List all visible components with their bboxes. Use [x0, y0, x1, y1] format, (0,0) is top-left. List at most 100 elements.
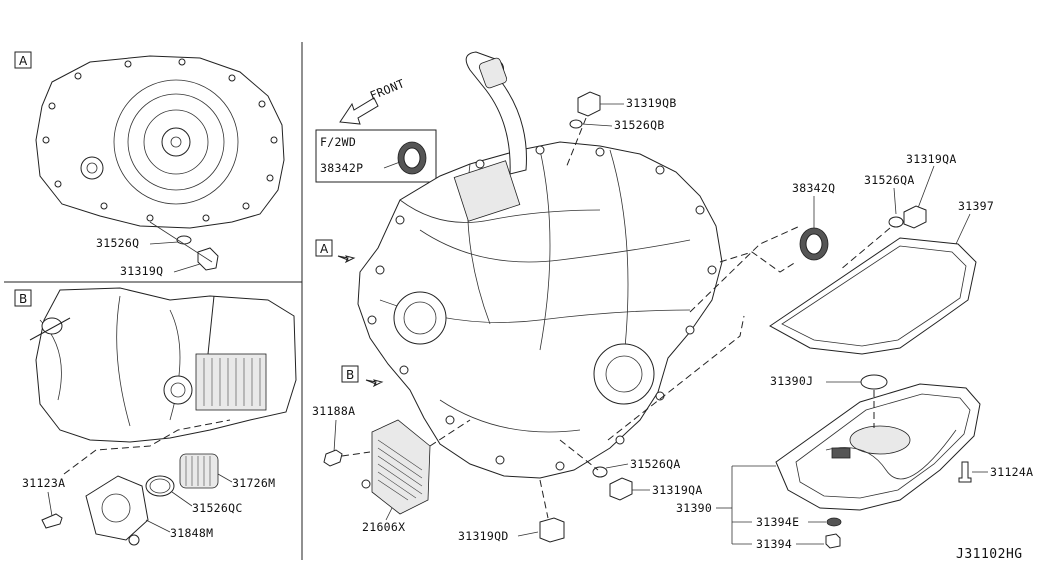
drawing-code: J31102HG: [956, 547, 1023, 562]
leader-31526qb: [581, 123, 613, 127]
magnet-31390j-icon: [860, 374, 888, 390]
filter-port-inner: [170, 382, 186, 398]
label-38342q: 38342Q: [792, 181, 835, 195]
filter-port: [163, 375, 193, 405]
label-31319qa-bot: 31319QA: [652, 483, 703, 497]
filter-31726m-icon: [179, 453, 219, 489]
leader-31123a: [47, 491, 53, 517]
bolt-31123a-icon: [41, 513, 63, 529]
oil-cooler-fins: [203, 358, 261, 406]
leader-31526qc: [171, 491, 193, 507]
leader-a-plug: [149, 221, 213, 263]
washer-31526qa-bot-icon: [592, 466, 608, 478]
leader-31319qd: [517, 531, 539, 537]
oil-pan-magnet: [849, 425, 911, 455]
label-31390j: 31390J: [770, 374, 813, 388]
label-31526qa-bot: 31526QA: [630, 457, 681, 471]
plug-31319qa-top-icon: [903, 205, 927, 229]
label-31526qa-top: 31526QA: [864, 173, 915, 187]
front-arrow-icon: [339, 97, 379, 125]
arrow-b-icon: [365, 379, 384, 388]
leader-31188a: [333, 419, 337, 453]
plug-31319qb-icon: [577, 91, 601, 117]
leader-31526qa-bot: [605, 463, 629, 469]
housing-bolt-holes: [42, 58, 278, 222]
oil-pan-block: [831, 447, 851, 459]
variant-box-part: 38342P: [320, 161, 363, 175]
section-a-letter: A: [19, 54, 28, 68]
oring-inner: [149, 478, 171, 494]
leader-38342q-dash: [719, 251, 797, 273]
label-31397: 31397: [958, 199, 994, 213]
breather-hose: [465, 51, 527, 175]
front-label: FRONT: [368, 76, 407, 103]
label-31188a: 31188A: [312, 404, 355, 418]
side-shaft-line: [29, 317, 71, 341]
oil-pan-rib: [825, 429, 957, 480]
bolt-31188a-icon: [323, 449, 343, 467]
main-b-box: [341, 365, 359, 383]
front-arrow: FRONT: [339, 76, 407, 125]
gasket-31397-icon: [769, 237, 977, 355]
oil-cooler-21606x-icon: [361, 419, 431, 515]
leader-31526qa-top: [893, 187, 897, 215]
right-bore: [593, 343, 655, 405]
section-b: B: [14, 287, 297, 546]
label-31394e: 31394E: [756, 515, 799, 529]
label-31526q: 31526Q: [96, 236, 139, 250]
cover-bolt: [128, 534, 140, 546]
left-bore-inner: [403, 301, 437, 335]
label-31319q: 31319Q: [120, 264, 163, 278]
leader-38342p: [383, 161, 401, 169]
leader-31526q: [149, 241, 179, 245]
routing-dash-2: [689, 225, 801, 313]
leader-31726m: [217, 473, 233, 483]
routing-dash-1: [607, 315, 745, 441]
washer-31526qb-icon: [569, 119, 583, 129]
body-bosses: [367, 145, 717, 471]
housing-boss: [80, 156, 104, 180]
main-a-letter: A: [320, 242, 329, 256]
converter-housing: [35, 55, 285, 229]
plug-31319qd-icon: [539, 517, 565, 543]
leader-31319qa-top: [917, 165, 935, 209]
label-31848m: 31848M: [170, 526, 213, 540]
left-bore: [393, 291, 447, 345]
drain-plug-31394-icon: [825, 533, 841, 549]
cooler-dash: [429, 419, 471, 447]
leader-31848m: [145, 519, 171, 533]
label-31124a: 31124A: [990, 465, 1033, 479]
arrow-a-icon: [337, 255, 356, 264]
exploded-leader-b: [63, 419, 231, 475]
label-31526qc: 31526QC: [192, 501, 243, 515]
oil-pan-rim: [795, 393, 971, 499]
section-a: A 31526Q 31319Q: [14, 51, 285, 278]
label-21606x: 21606X: [362, 520, 405, 534]
variant-box-title: F/2WD: [320, 135, 356, 149]
leader-31188a-dash: [341, 451, 371, 457]
leader-31319q: [173, 263, 201, 273]
leader-31397: [955, 213, 971, 245]
right-bore-inner: [605, 355, 643, 393]
label-31390: 31390: [676, 501, 712, 515]
section-a-box: [14, 51, 32, 69]
leader-21606x: [385, 507, 393, 521]
side-shaft: [41, 317, 63, 335]
label-31319qd: 31319QD: [458, 529, 509, 543]
dipstick-tube: [207, 295, 215, 355]
valve-module: [453, 160, 521, 222]
main-a-box: [315, 239, 333, 257]
washer-31526q-icon: [176, 235, 192, 245]
filter-cover-boss: [101, 493, 131, 523]
washer-31526qa-top-icon: [888, 216, 904, 228]
side-contour-2: [116, 295, 131, 427]
housing-ring-outer: [113, 79, 239, 205]
housing-ring-inner: [143, 109, 209, 175]
housing-boss-hole: [86, 162, 98, 174]
housing-ring-mid: [127, 93, 225, 191]
hose-clip: [478, 57, 508, 89]
gasket-inner: [781, 245, 967, 347]
main-b-letter: B: [346, 368, 354, 382]
label-31394: 31394: [756, 537, 792, 551]
